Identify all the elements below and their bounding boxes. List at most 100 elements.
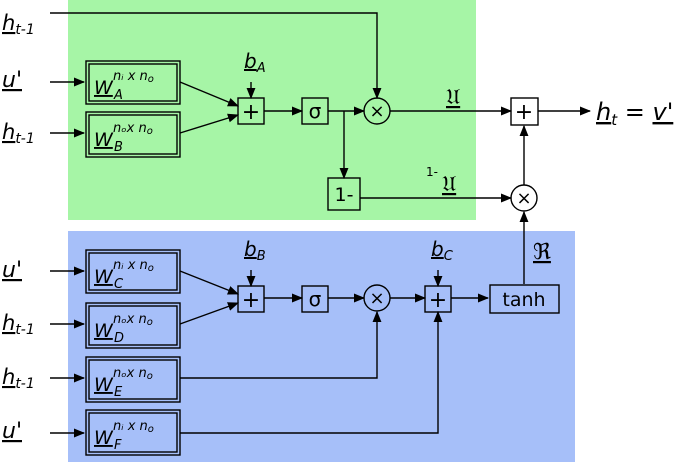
weight-c-symbol: W bbox=[94, 266, 114, 288]
bias-a-subscript: A bbox=[256, 61, 266, 76]
sigma-node-b: σ bbox=[301, 285, 329, 313]
input-h-top-subscript: t-1 bbox=[15, 22, 34, 38]
output-equals: = bbox=[617, 98, 652, 126]
multiply-b-symbol: × bbox=[516, 188, 531, 209]
bias-b-label: bB bbox=[244, 237, 266, 264]
bias-a-label: bA bbox=[244, 49, 266, 76]
svg-text:nᵢ x no: nᵢ x no bbox=[113, 69, 154, 85]
input-u-f: u' bbox=[2, 419, 22, 444]
multiply-node-c: × bbox=[363, 284, 391, 312]
bias-b-subscript: B bbox=[257, 249, 266, 264]
svg-text:nₒx no: nₒx no bbox=[113, 312, 153, 328]
weight-block-c: W nᵢ x no C bbox=[85, 249, 181, 294]
tanh-node: tanh bbox=[489, 284, 560, 314]
multiply-c-symbol: × bbox=[369, 288, 384, 309]
input-h-d: ht-1 bbox=[2, 311, 35, 338]
weight-e-dims-sub: o bbox=[147, 371, 153, 382]
multiply-a-symbol: × bbox=[369, 101, 384, 122]
sigma-b-symbol: σ bbox=[309, 287, 322, 311]
weight-e-symbol: W bbox=[94, 374, 114, 396]
weight-f-symbol: W bbox=[94, 427, 114, 449]
output-plus-node: + bbox=[510, 97, 539, 126]
input-u-a: u' bbox=[2, 68, 22, 93]
reset-candidate-region bbox=[68, 231, 575, 462]
weight-block-f: W nᵢ x no F bbox=[85, 409, 181, 456]
weight-block-e: W nₒx no E bbox=[85, 356, 181, 403]
output-h-symbol: h bbox=[596, 98, 611, 126]
weight-f-dims: nᵢ x n bbox=[113, 419, 148, 434]
sigma-node-a: σ bbox=[301, 97, 329, 125]
weight-f-subscript: F bbox=[114, 438, 122, 453]
weight-b-dims: nₒx n bbox=[113, 121, 147, 136]
input-h-b-subscript: t-1 bbox=[15, 131, 34, 147]
weight-block-d: W nₒx no D bbox=[85, 302, 181, 349]
input-h-b: ht-1 bbox=[2, 120, 35, 147]
weight-c-subscript: C bbox=[114, 277, 124, 292]
one-minus-node: 1- bbox=[327, 177, 361, 211]
weight-a-subscript: A bbox=[113, 88, 123, 103]
update-gate-region bbox=[68, 0, 476, 220]
weight-e-subscript: E bbox=[114, 385, 123, 400]
plus-a-symbol: + bbox=[242, 100, 260, 125]
weight-d-dims-sub: o bbox=[147, 317, 153, 328]
update-gate-label: 𝔘 bbox=[446, 85, 460, 110]
weight-a-symbol: W bbox=[94, 77, 114, 99]
weight-block-a: W nᵢ x no A bbox=[85, 60, 181, 105]
weight-c-dims: nᵢ x n bbox=[113, 258, 148, 273]
weight-block-b: W nₒx no B bbox=[85, 111, 181, 158]
one-minus-symbol: 1- bbox=[335, 184, 354, 206]
weight-b-subscript: B bbox=[114, 140, 123, 155]
weight-a-dims-sub: o bbox=[148, 74, 154, 85]
input-h-top-symbol: h bbox=[2, 11, 15, 35]
bias-c-symbol: b bbox=[431, 237, 444, 261]
input-h-b-symbol: h bbox=[2, 120, 15, 144]
wire-wb-to-plus bbox=[179, 113, 240, 134]
reset-gate-label: ℜ bbox=[533, 240, 551, 265]
sigma-a-symbol: σ bbox=[309, 99, 322, 123]
wire-htop-to-mult bbox=[50, 12, 382, 100]
bias-b-symbol: b bbox=[244, 237, 257, 261]
input-h-top: ht-1 bbox=[2, 11, 35, 38]
input-h-e: ht-1 bbox=[2, 365, 35, 392]
weight-b-symbol: W bbox=[94, 129, 114, 151]
output-v-symbol: v' bbox=[652, 98, 673, 126]
input-h-d-symbol: h bbox=[2, 311, 15, 335]
weight-c-dims-sub: o bbox=[148, 263, 154, 274]
wire-wa-to-plus bbox=[179, 81, 240, 107]
input-h-e-symbol: h bbox=[2, 365, 15, 389]
weight-b-dims-sub: o bbox=[147, 126, 153, 137]
svg-text:nᵢ x no: nᵢ x no bbox=[113, 419, 154, 435]
plus-node-c: + bbox=[424, 285, 452, 313]
svg-text:nₒx no: nₒx no bbox=[113, 366, 153, 382]
one-minus-u-prefix: 1- bbox=[426, 165, 438, 179]
weight-e-dims: nₒx n bbox=[113, 366, 147, 381]
plus-b-symbol: + bbox=[242, 288, 260, 313]
output-label: ht = v' bbox=[596, 98, 673, 129]
wire-wc-to-plus2 bbox=[179, 270, 240, 295]
weight-f-dims-sub: o bbox=[148, 424, 154, 435]
multiply-node-a: × bbox=[363, 97, 391, 125]
multiply-node-b: × bbox=[510, 184, 538, 212]
weight-a-dims: nᵢ x n bbox=[113, 69, 148, 84]
wire-wd-to-plus2 bbox=[179, 302, 240, 325]
wire-we-to-mult3 bbox=[180, 310, 382, 379]
bias-c-subscript: C bbox=[444, 249, 454, 264]
tanh-label: tanh bbox=[502, 289, 545, 311]
input-u-c: u' bbox=[2, 258, 22, 283]
bias-c-label: bC bbox=[431, 237, 454, 264]
plus-node-b: + bbox=[237, 285, 265, 313]
output-plus-symbol: + bbox=[515, 100, 533, 125]
input-h-d-subscript: t-1 bbox=[15, 322, 34, 338]
plus-c-symbol: + bbox=[429, 288, 447, 313]
svg-text:nᵢ x no: nᵢ x no bbox=[113, 258, 154, 274]
weight-d-dims: nₒx n bbox=[113, 312, 147, 327]
input-h-e-subscript: t-1 bbox=[15, 376, 34, 392]
output-h-subscript: t bbox=[611, 111, 618, 129]
plus-node-a: + bbox=[237, 97, 265, 125]
weight-d-subscript: D bbox=[114, 331, 124, 346]
bias-a-symbol: b bbox=[244, 49, 257, 73]
wire-wf-to-plus3 bbox=[180, 310, 443, 434]
one-minus-u-label: 𝔘 bbox=[442, 172, 456, 197]
svg-text:nₒx no: nₒx no bbox=[113, 121, 153, 137]
